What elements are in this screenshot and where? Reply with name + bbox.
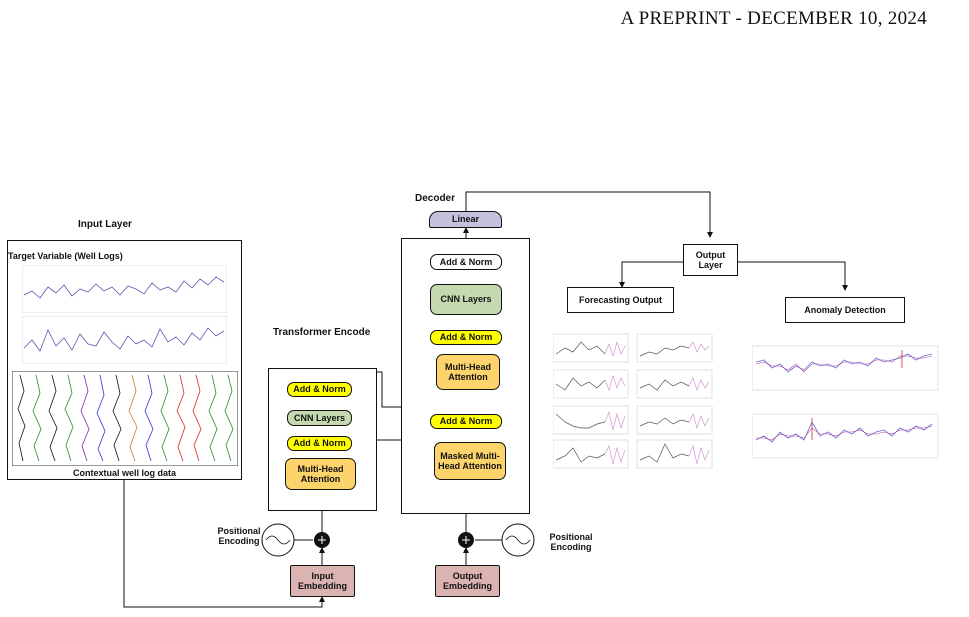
well-log-chart-1	[22, 265, 227, 313]
decoder-masked-multi-head-attention: Masked Multi-Head Attention	[434, 442, 506, 480]
encoder-multi-head-attention: Multi-Head Attention	[285, 458, 356, 490]
forecasting-plots	[553, 333, 713, 469]
input-layer-frame: Target Variable (Well Logs) Contextual w…	[7, 240, 242, 480]
encoder-cnn-layers: CNN Layers	[287, 410, 352, 426]
decoder-add-norm-3: Add & Norm	[430, 414, 502, 429]
anomaly-detection-box: Anomaly Detection	[785, 297, 905, 323]
target-variable-title: Target Variable (Well Logs)	[8, 251, 123, 261]
forecasting-output-box: Forecasting Output	[567, 287, 674, 313]
input-layer-title: Input Layer	[78, 219, 132, 230]
output-layer-box: Output Layer	[683, 244, 738, 276]
anomaly-plots	[752, 345, 939, 459]
positional-encoding-right: Positional Encoding	[549, 532, 593, 552]
decoder-add-norm-2: Add & Norm	[430, 330, 502, 345]
input-embedding: Input Embedding	[290, 565, 355, 597]
decoder-add-norm-top: Add & Norm	[430, 254, 502, 270]
decoder-cnn-layers: CNN Layers	[430, 284, 502, 315]
decoder-linear: Linear	[429, 211, 502, 228]
positional-encoding-left: Positional Encoding	[217, 526, 261, 546]
encoder-add-norm-top: Add & Norm	[287, 382, 352, 397]
encoder-add-norm-mid: Add & Norm	[287, 436, 352, 451]
decoder-multi-head-attention: Multi-Head Attention	[436, 354, 500, 390]
output-embedding: Output Embedding	[435, 565, 500, 597]
well-log-chart-2	[22, 316, 227, 364]
encoder-title: Transformer Encode	[273, 327, 371, 338]
contextual-caption: Contextual well log data	[72, 468, 176, 478]
contextual-well-logs-chart	[12, 371, 238, 466]
page-header: A PREPRINT - DECEMBER 10, 2024	[620, 8, 927, 29]
decoder-title: Decoder	[415, 193, 456, 204]
